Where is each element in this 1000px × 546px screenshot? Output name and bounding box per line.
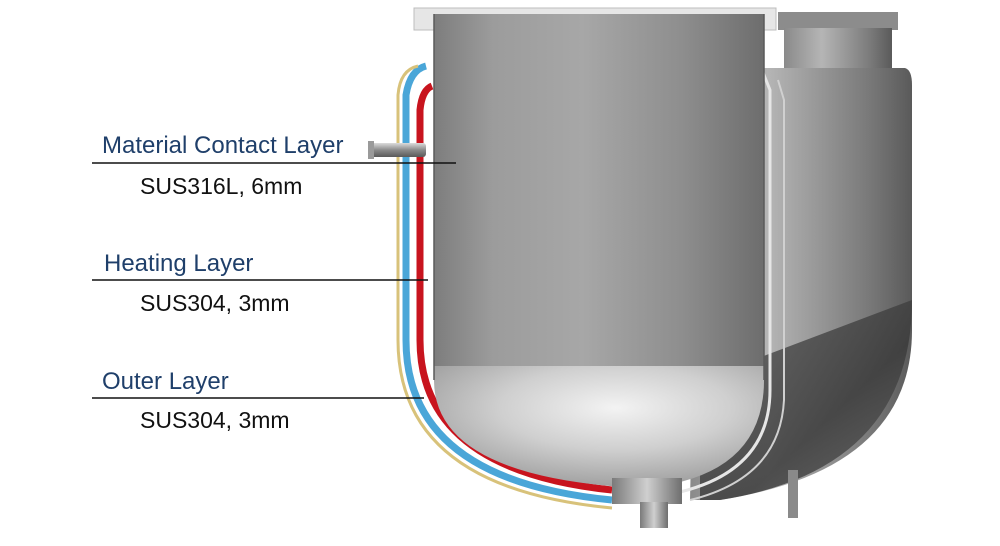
heating-layer-spec: SUS304, 3mm <box>140 290 290 316</box>
heating-layer-stripe <box>416 82 613 494</box>
side-inlet-pipe <box>368 141 426 159</box>
heating-layer-title: Heating Layer <box>104 250 254 277</box>
bottom-outlet-nozzle <box>612 478 682 528</box>
material-contact-layer-spec: SUS316L, 6mm <box>140 173 303 199</box>
outer-layer-title: Outer Layer <box>102 368 229 395</box>
outer-layer-spec: SUS304, 3mm <box>140 407 290 433</box>
material-contact-vessel <box>433 14 765 486</box>
material-contact-layer-title: Material Contact Layer <box>102 132 344 159</box>
outer-layer-stripe <box>402 62 613 504</box>
